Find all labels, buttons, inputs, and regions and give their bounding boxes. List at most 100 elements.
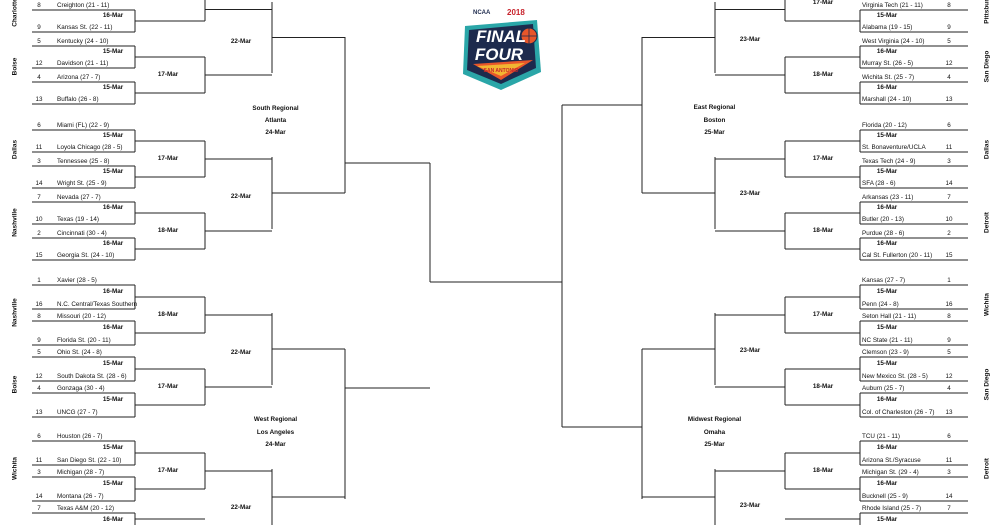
left-team-seed: 12	[35, 373, 43, 380]
right-sweet16-date: 23-Mar	[739, 502, 761, 509]
left-team-name: Montana (26 - 7)	[57, 493, 104, 500]
left-team-seed: 10	[35, 216, 43, 223]
right-team-seed: 13	[945, 409, 953, 416]
left-team-name: Xavier (28 - 5)	[57, 277, 97, 284]
left-second-round-date: 18-Mar	[157, 227, 179, 234]
right-team-name: Arkansas (23 - 11)	[862, 194, 914, 201]
left-team-seed: 14	[35, 180, 43, 187]
right-first-round-date: 15-Mar	[876, 132, 898, 139]
right-team-name: SFA (28 - 6)	[862, 180, 896, 187]
right-team-seed: 2	[947, 230, 951, 237]
east-regional-city: Boston	[703, 117, 726, 124]
left-team-name: Missouri (20 - 12)	[57, 313, 106, 320]
right-second-round-date: 18-Mar	[812, 383, 834, 390]
final-four-logo: NCAA 2018 FINAL FOUR SAN ANTONIO	[463, 8, 541, 90]
left-first-round-date: 16-Mar	[102, 516, 124, 523]
right-first-round-date: 15-Mar	[876, 12, 898, 19]
left-site-label: Boise	[11, 375, 19, 394]
right-team-seed: 7	[947, 194, 951, 201]
left-team-name: Ohio St. (24 - 8)	[57, 349, 102, 356]
right-sweet16-date: 23-Mar	[739, 347, 761, 354]
left-first-round-date: 15-Mar	[102, 396, 124, 403]
right-team-name: Kansas (27 - 7)	[862, 277, 906, 284]
right-team-name: New Mexico St. (28 - 5)	[862, 373, 928, 380]
right-team-seed: 11	[945, 144, 953, 151]
left-team-seed: 9	[37, 24, 41, 31]
west-regional-date: 24-Mar	[265, 441, 286, 448]
right-second-round-date: 17-Mar	[812, 0, 834, 6]
left-team-seed: 13	[35, 409, 43, 416]
right-team-seed: 14	[945, 180, 953, 187]
right-first-round-date: 15-Mar	[876, 168, 898, 175]
right-team-name: Florida (20 - 12)	[862, 122, 907, 129]
left-first-round-date: 15-Mar	[102, 444, 124, 451]
right-team-name: Michigan St. (29 - 4)	[862, 469, 919, 476]
right-team-name: Clemson (23 - 9)	[862, 349, 909, 356]
west-regional-city: Los Angeles	[256, 429, 295, 436]
left-team-name: South Dakota St. (28 - 6)	[57, 373, 127, 380]
left-team-name: Nevada (27 - 7)	[57, 194, 101, 201]
left-team-name: Creighton (21 - 11)	[57, 2, 110, 9]
left-team-name: Kentucky (24 - 10)	[57, 38, 109, 45]
right-team-name: TCU (21 - 11)	[862, 433, 901, 440]
left-first-round-date: 16-Mar	[102, 240, 124, 247]
left-sweet16-date: 22-Mar	[230, 349, 252, 356]
left-site-label: Charlotte	[11, 0, 19, 27]
right-team-seed: 6	[947, 122, 951, 129]
right-team-name: Bucknell (25 - 9)	[862, 493, 908, 500]
right-team-seed: 15	[945, 252, 953, 259]
logo-final: FINAL	[476, 27, 526, 46]
logo-ncaa: NCAA	[473, 10, 491, 16]
south-regional-date: 24-Mar	[265, 129, 286, 136]
right-team-seed: 6	[947, 433, 951, 440]
left-first-round-date: 15-Mar	[102, 48, 124, 55]
right-first-round-date: 15-Mar	[876, 516, 898, 523]
logo-four: FOUR	[475, 45, 524, 64]
left-first-round-date: 15-Mar	[102, 132, 124, 139]
right-team-name: Virginia Tech (21 - 11)	[862, 2, 923, 9]
west-regional-name: West Regional	[253, 416, 298, 423]
left-team-name: Texas A&M (20 - 12)	[57, 505, 115, 512]
left-second-round-date: 17-Mar	[157, 71, 179, 78]
right-site-label: Wichita	[983, 292, 991, 317]
left-team-seed: 12	[35, 60, 43, 67]
right-team-seed: 10	[945, 216, 953, 223]
right-team-name: NC State (21 - 11)	[862, 337, 913, 344]
left-sweet16-date: 22-Mar	[230, 38, 252, 45]
right-team-seed: 9	[947, 337, 951, 344]
left-first-round-date: 16-Mar	[102, 204, 124, 211]
right-second-round-date: 18-Mar	[812, 227, 834, 234]
left-team-seed: 9	[37, 337, 41, 344]
right-team-seed: 8	[947, 313, 951, 320]
south-regional-name: South Regional	[252, 105, 299, 112]
left-team-name: Davidson (21 - 11)	[57, 60, 109, 67]
right-team-name: Marshall (24 - 10)	[862, 96, 912, 103]
left-team-name: Loyola Chicago (28 - 5)	[57, 144, 123, 151]
right-first-round-date: 16-Mar	[876, 240, 898, 247]
left-team-name: Miami (FL) (22 - 9)	[57, 122, 110, 129]
right-team-name: Auburn (25 - 7)	[862, 385, 905, 392]
right-first-round-date: 16-Mar	[876, 444, 898, 451]
right-team-name: Texas Tech (24 - 9)	[862, 158, 916, 165]
left-first-round-date: 15-Mar	[102, 168, 124, 175]
left-second-round-date: 17-Mar	[157, 383, 179, 390]
left-team-seed: 5	[37, 349, 41, 356]
left-team-seed: 11	[35, 457, 43, 464]
right-team-seed: 3	[947, 469, 951, 476]
left-first-round-date: 15-Mar	[102, 84, 124, 91]
right-second-round-date: 17-Mar	[812, 311, 834, 318]
left-site-label: Nashville	[11, 208, 19, 237]
left-team-name: Wright St. (25 - 9)	[57, 180, 107, 187]
right-site-label: San Diego	[983, 50, 991, 83]
left-team-seed: 2	[37, 230, 41, 237]
left-team-name: Texas (19 - 14)	[57, 216, 99, 223]
left-team-seed: 3	[37, 158, 41, 165]
left-team-seed: 8	[37, 313, 41, 320]
right-team-name: Arizona St./Syracuse	[862, 457, 921, 464]
left-team-seed: 14	[35, 493, 43, 500]
right-team-seed: 11	[945, 457, 953, 464]
left-team-seed: 16	[35, 301, 43, 308]
left-site-label: Wichita	[11, 456, 19, 481]
left-first-round-date: 16-Mar	[102, 288, 124, 295]
left-team-name: Arizona (27 - 7)	[57, 74, 101, 81]
